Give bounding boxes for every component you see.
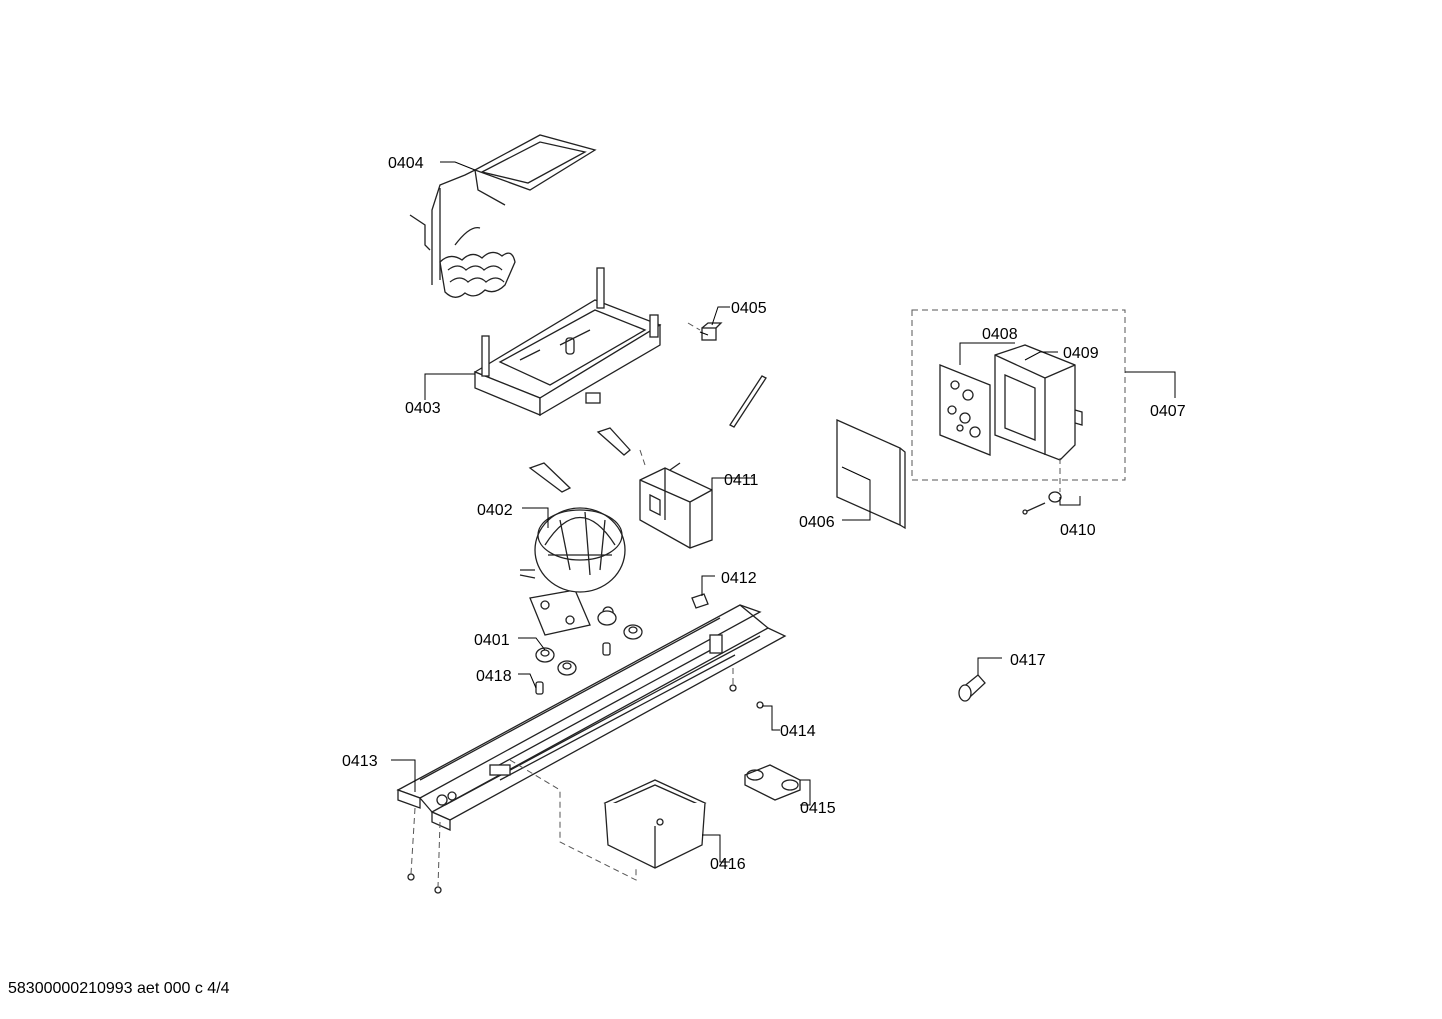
label-0405: 0405 [731, 300, 767, 317]
label-0411: 0411 [724, 472, 759, 489]
label-0408: 0408 [982, 326, 1018, 343]
clamp-part [744, 764, 801, 801]
label-0414: 0414 [780, 723, 816, 740]
label-0403: 0403 [405, 400, 441, 417]
cover-part [836, 418, 906, 530]
label-0418: 0418 [476, 668, 512, 685]
screw-washer-part [1022, 491, 1062, 515]
label-0417: 0417 [1010, 652, 1046, 669]
label-0407: 0407 [1150, 403, 1186, 420]
label-0416: 0416 [710, 856, 746, 873]
drip-tray-part [603, 779, 707, 869]
group-0407-box [911, 309, 1126, 481]
bracket-lower [528, 462, 572, 493]
label-0401: 0401 [474, 632, 510, 649]
relay-part [639, 462, 713, 549]
label-0404: 0404 [388, 155, 424, 172]
circuit-board-part [939, 364, 991, 456]
plug-part [958, 674, 986, 702]
bracket-upper [596, 427, 631, 456]
grommets-part [535, 610, 643, 695]
small-clip-part [691, 593, 709, 609]
label-0406: 0406 [799, 514, 835, 531]
housing-part [994, 344, 1083, 461]
leader-lines [391, 161, 1176, 888]
label-0402: 0402 [477, 502, 513, 519]
coil-part [409, 134, 597, 298]
footer-document-code: 58300000210993 aet 000 c 4/4 [8, 980, 230, 997]
label-0413: 0413 [342, 753, 378, 770]
base-tray-part [473, 267, 662, 417]
label-0415: 0415 [800, 800, 836, 817]
base-rail-part [396, 604, 787, 832]
label-0410: 0410 [1060, 522, 1096, 539]
clip-part [701, 322, 723, 341]
rod-part [729, 375, 767, 428]
label-0409: 0409 [1063, 345, 1099, 362]
label-0412: 0412 [721, 570, 757, 587]
